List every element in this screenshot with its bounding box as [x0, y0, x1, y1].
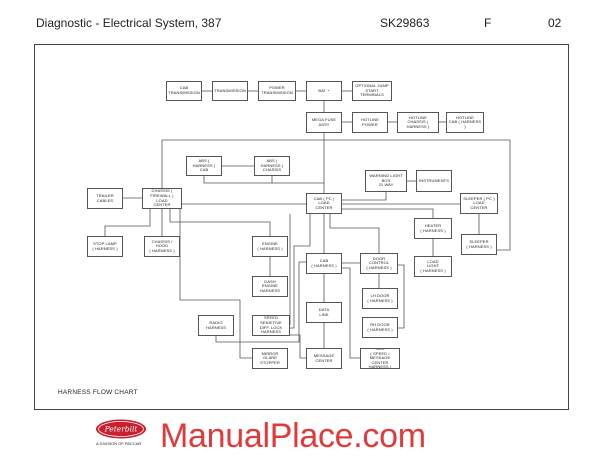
node-hotline-cab: HOTLINE CAB ( HARNESS )	[446, 112, 484, 133]
harness-wire	[169, 209, 271, 236]
node-optional-jump: OPTIONAL JUMP START TERMINALS	[352, 81, 392, 101]
logo-subtitle: A DIVISION OF PACCAR	[96, 441, 142, 446]
page-number: 02	[548, 16, 562, 30]
node-hotline-chassis: HOTLINE CHASSIS ( HARNESS )	[397, 112, 439, 133]
harness-wire	[179, 209, 252, 359]
diagram-frame	[34, 44, 569, 410]
node-message-center: MESSAGE CENTER	[306, 348, 342, 369]
node-stop-lamp: STOP LAMP ( HARNESS )	[87, 236, 123, 257]
node-cab-transmission: CAB TRANSMISSION	[166, 81, 202, 101]
node-cab-harness: CAB ( HARNESS )	[306, 253, 342, 274]
node-lh-door: LH DOOR ( HARNESS )	[362, 288, 398, 309]
harness-wire	[104, 209, 151, 236]
harness-wire	[215, 261, 306, 343]
logo-text: Peterbilt	[104, 425, 139, 434]
harness-wire	[161, 139, 324, 188]
node-heater: HEATER ( HARNESS )	[414, 218, 452, 239]
node-door-control: DOOR CONTROL ( HARNESS )	[360, 253, 398, 274]
node-chassis-hood: CHASSIS / HOOD ( HARNESS )	[144, 236, 180, 257]
node-smc: SMC ( SPEED / MESSAGE CENTER HARNESS )	[360, 348, 400, 369]
node-dash-engine: DASH ENGINE HARNESS	[252, 276, 288, 297]
node-cab-pc-load: CAB ( PC ) LOAD CENTER	[306, 193, 342, 214]
node-warning-light-box: WARNING LIGHT BOX 21 WAY	[365, 170, 407, 192]
harness-wire	[398, 264, 405, 329]
document-title: Diagnostic - Electrical System, 387	[36, 16, 222, 30]
node-trailer-cables: TRAILER CABLES	[87, 188, 123, 209]
node-hotline-power: HOTLINE POWER	[352, 112, 388, 133]
harness-wire	[290, 334, 306, 359]
document-number: SK29863	[380, 16, 430, 30]
node-rh-door: RH DOOR ( HARNESS )	[362, 317, 398, 338]
node-speed-sensitive: SPEED SENSITIVE DIFF. LOCK HARNESS	[252, 315, 290, 336]
node-abs-cab: ABS ( HARNESS ) CAB	[186, 156, 222, 176]
harness-wire	[203, 176, 273, 184]
node-load-light: LOAD LIGHT ( HARNESS )	[414, 256, 452, 277]
node-bat-plus: BAT +	[306, 81, 342, 101]
document-revision: F	[484, 16, 492, 30]
node-data-link: DATA LINK	[306, 302, 342, 323]
node-engine: ENGINE ( HARNESS )	[252, 236, 288, 257]
node-mirror: MIRROR GLARE STOPPER	[252, 348, 288, 369]
node-radio: RADIO HARNESS	[198, 315, 234, 336]
harness-wire	[342, 267, 360, 359]
node-abs-chassis: ABS ( HARNESS ) CHASSIS	[254, 156, 290, 176]
node-sleeper-pc-load: SLEEPER ( PC ) LOAD CENTER	[460, 193, 498, 214]
peterbilt-oval-logo: Peterbilt	[96, 419, 146, 439]
node-mega-fuse: MEGA FUSE ASSY	[306, 112, 342, 133]
node-instruments: INSTRUMENTS	[416, 170, 452, 192]
node-transmission: TRANSMISSION	[212, 81, 248, 101]
harness-wire	[342, 192, 387, 201]
watermark-text: ManualPlace.com	[160, 417, 426, 455]
node-power-transmission: POWER TRANSMISSION	[258, 81, 296, 101]
diagram-caption: HARNESS FLOW CHART	[58, 389, 138, 396]
harness-wire	[324, 139, 511, 251]
node-sleeper-harness: SLEEPER ( HARNESS )	[461, 234, 497, 255]
harness-wire	[342, 208, 434, 218]
harness-wire	[290, 214, 311, 329]
node-chassis-firewall: CHASSIS ( FIREWALL ) LOAD CENTER	[142, 188, 182, 209]
harness-wire	[329, 214, 380, 253]
